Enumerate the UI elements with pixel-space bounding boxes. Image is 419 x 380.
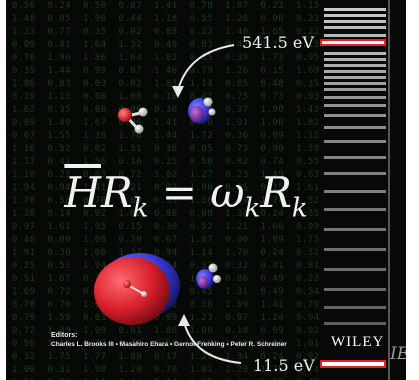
energy-level-bar — [324, 82, 386, 85]
small-molecule-icon — [196, 263, 221, 289]
energy-level-bar — [324, 26, 386, 29]
highlight-level-top — [320, 39, 386, 46]
arrow-bottom-icon — [183, 321, 242, 364]
energy-level-bar — [324, 288, 386, 291]
energy-level-bar — [324, 34, 386, 37]
energy-level-bar — [324, 20, 386, 23]
ie-axis-label: IE — [390, 344, 406, 364]
editors-title: Editors: — [51, 332, 78, 339]
energy-level-bar — [324, 172, 386, 175]
ie-axis — [388, 0, 390, 380]
energy-top-label: 541.5 eV — [242, 33, 314, 52]
energy-level-bar — [324, 96, 386, 99]
molecule-illustrations — [94, 44, 242, 364]
editors-names: Charles L. Brooks III • Masahiro Ehara •… — [51, 341, 287, 348]
energy-level-bar — [324, 126, 386, 129]
energy-level-diagram — [324, 0, 390, 380]
schrodinger-equation: HRk = ωkRk — [64, 168, 308, 224]
energy-level-bar — [324, 52, 386, 55]
highlight-level-bottom — [320, 360, 386, 368]
arrow-top-head-icon — [172, 86, 184, 98]
energy-level-bar — [324, 248, 386, 251]
energy-level-bar — [324, 70, 386, 73]
energy-level-bar — [324, 104, 386, 107]
energy-level-bar — [324, 64, 386, 67]
arrow-top-icon — [177, 44, 235, 91]
matrix-background: 0.56 0.24 0.50 0.87 1.41 0.78 1.07 0.23 … — [11, 1, 320, 380]
energy-level-bar — [324, 88, 386, 91]
energy-level-bar — [324, 322, 386, 325]
publisher-logo: WILEY — [331, 334, 385, 350]
energy-level-bar — [324, 58, 386, 61]
energy-level-bar — [324, 190, 386, 193]
energy-level-bar — [324, 208, 386, 211]
energy-level-bar — [324, 228, 386, 231]
water-molecule-icon — [118, 107, 148, 134]
book-cover: 0.56 0.24 0.50 0.87 1.41 0.78 1.07 0.23 … — [6, 0, 406, 380]
energy-level-bar — [324, 14, 386, 17]
energy-level-bar — [324, 306, 386, 309]
large-orbital-icon — [94, 253, 180, 325]
energy-level-bar — [324, 268, 386, 271]
small-orbital-icon — [188, 97, 216, 124]
energy-bottom-label: 11.5 eV — [253, 356, 315, 375]
energy-level-bar — [324, 140, 386, 143]
energy-level-bar — [324, 156, 386, 159]
energy-level-bar — [324, 114, 386, 117]
arrow-bottom-head-icon — [178, 314, 190, 326]
energy-level-bar — [324, 76, 386, 79]
energy-level-bar — [324, 8, 386, 11]
